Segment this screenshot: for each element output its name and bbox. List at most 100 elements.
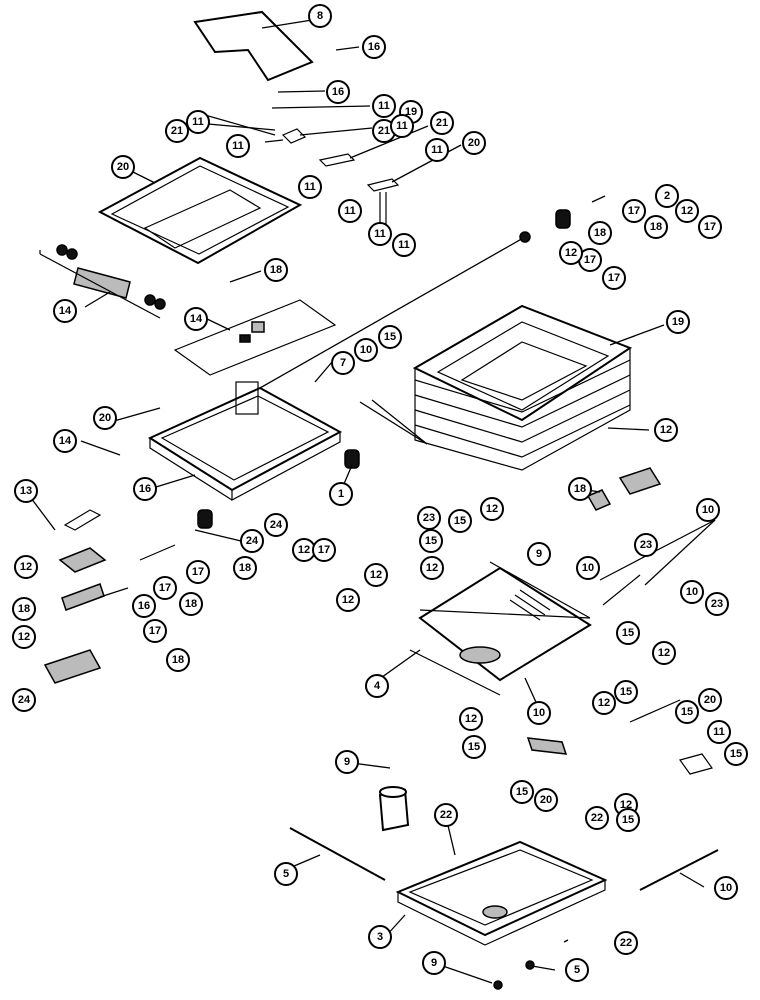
callout-label: 12 [620,799,632,811]
callout-label: 12 [465,713,477,725]
callout-17: 17 [622,199,646,223]
callout-12: 12 [14,555,38,579]
callout-11: 11 [226,134,250,158]
callout-circle [153,576,177,600]
callout-circle [559,241,583,265]
callout-circle [634,533,658,557]
callout-circle [680,580,704,604]
callout-label: 12 [658,647,670,659]
callout-17: 17 [698,215,722,239]
callout-circle [226,134,250,158]
callout-13: 13 [14,479,38,503]
callout-24: 24 [240,529,264,553]
callout-14: 14 [53,429,77,453]
callout-circle [365,674,389,698]
callout-circle [459,707,483,731]
callout-label: 11 [398,239,410,251]
callout-circle [527,701,551,725]
callout-label: 17 [149,625,161,637]
callout-circle [602,266,626,290]
callout-18: 18 [644,215,668,239]
callout-circle [614,680,638,704]
part-artwork [39,10,719,990]
callout-circle [12,688,36,712]
callout-label: 18 [594,227,606,239]
callout-circle [368,222,392,246]
callout-label: 16 [332,86,344,98]
callout-circle [93,406,117,430]
callout-20: 20 [698,688,722,712]
callout-circle [585,806,609,830]
callout-19: 19 [666,310,690,334]
callout-label: 9 [536,548,542,560]
callout-circle [53,429,77,453]
callout-label: 10 [533,707,545,719]
callout-11: 11 [338,199,362,223]
callout-label: 11 [396,120,408,132]
callout-5: 5 [274,862,298,886]
callout-label: 11 [304,181,316,193]
callout-label: 11 [344,205,356,217]
callout-15: 15 [419,529,443,553]
callout-label: 5 [283,868,289,880]
callout-label: 9 [431,957,437,969]
callout-label: 12 [486,503,498,515]
callout-label: 17 [628,205,640,217]
callout-circle [143,619,167,643]
callout-label: 12 [598,697,610,709]
callout-10: 10 [354,338,378,362]
callout-label: 15 [681,706,693,718]
callout-label: 15 [620,686,632,698]
callout-label: 7 [340,357,346,369]
callout-circle [331,351,355,375]
callout-circle [390,114,414,138]
callout-5: 5 [565,958,589,982]
callout-label: 15 [516,786,528,798]
callout-label: 12 [18,631,30,643]
callout-circle [425,138,449,162]
callout-10: 10 [576,556,600,580]
callout-circle [53,299,77,323]
callout-circle [233,556,257,580]
callout-circle [714,876,738,900]
callout-label: 11 [192,116,204,128]
callout-21: 21 [372,119,396,143]
callout-12: 12 [654,418,678,442]
callout-15: 15 [462,735,486,759]
callout-17: 17 [153,576,177,600]
callout-circle [184,307,208,331]
callout-label: 9 [344,756,350,768]
callout-label: 12 [370,569,382,581]
callout-12: 12 [292,538,316,562]
callout-12: 12 [559,241,583,265]
callout-21: 21 [430,111,454,135]
callout-circle [655,184,679,208]
callout-9: 9 [335,750,359,774]
callout-20: 20 [93,406,117,430]
callout-circle [274,862,298,886]
callout-circle [705,592,729,616]
callout-label: 12 [342,594,354,606]
callout-label: 11 [431,144,443,156]
callout-15: 15 [510,780,534,804]
callout-12: 12 [420,556,444,580]
callout-18: 18 [588,221,612,245]
callout-23: 23 [634,533,658,557]
callout-label: 24 [246,535,259,547]
callout-circle [336,588,360,612]
callout-circle [480,497,504,521]
callout-label: 14 [190,313,203,325]
callout-circle [240,529,264,553]
callout-11: 11 [298,175,322,199]
callout-circle [364,563,388,587]
callout-label: 12 [298,544,310,556]
callout-circle [666,310,690,334]
callout-label: 17 [704,221,716,233]
callout-17: 17 [312,538,336,562]
callout-16: 16 [362,35,386,59]
callout-label: 18 [574,483,586,495]
callout-label: 18 [650,221,662,233]
callout-2: 2 [655,184,679,208]
callout-circle [614,931,638,955]
